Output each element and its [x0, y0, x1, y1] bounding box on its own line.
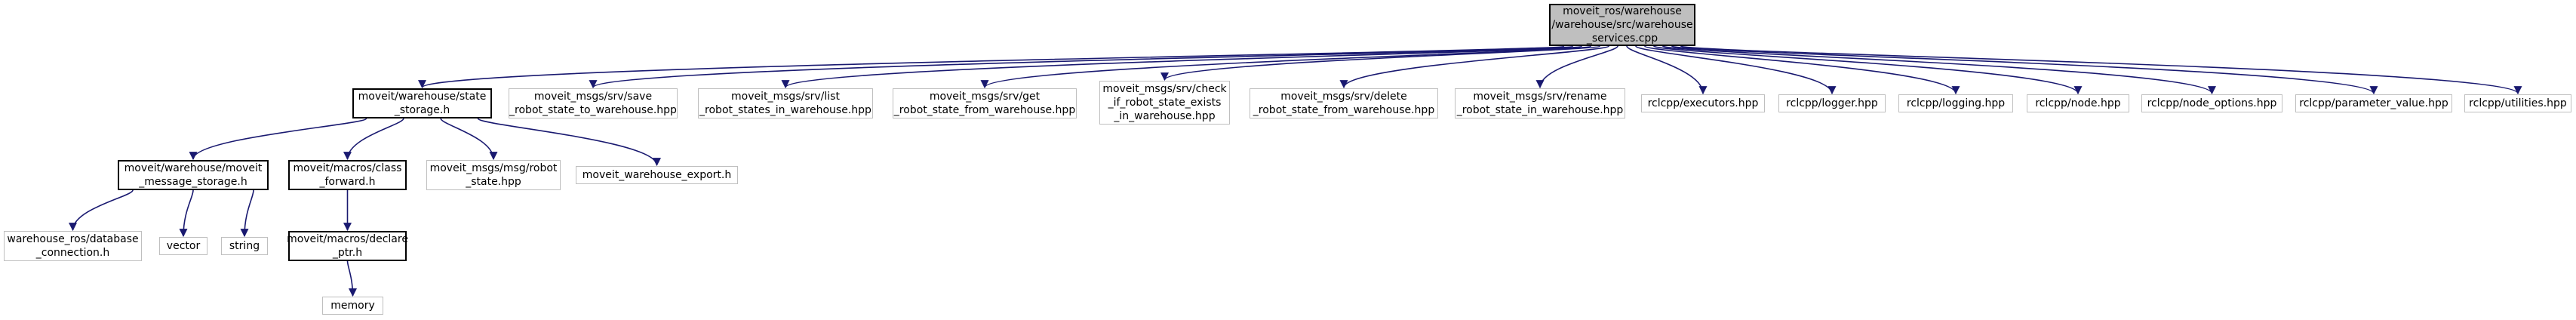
edge-state_storage-to-robot_state_msg [440, 118, 498, 161]
node-rclcpp-node[interactable]: rclcpp/node.hpp [2027, 94, 2129, 112]
node-delete-robot-state-srv[interactable]: moveit_msgs/srv/delete _robot_state_from… [1250, 88, 1438, 118]
node-vector[interactable]: vector [159, 237, 207, 255]
edge-root-to-list_srv [781, 45, 1583, 89]
node-label: moveit/macros/declare _ptr.h [287, 233, 408, 259]
node-label: moveit_msgs/srv/get _robot_state_from_wa… [893, 91, 1076, 116]
node-label: rclcpp/logger.hpp [1786, 97, 1878, 109]
node-label: moveit/macros/class _forward.h [293, 162, 402, 188]
edge-root-to-save_srv [589, 45, 1574, 89]
node-rclcpp-utilities[interactable]: rclcpp/utilities.hpp [2464, 94, 2571, 112]
edge-state_storage-to-class_forward [343, 118, 404, 161]
node-save-robot-state-srv[interactable]: moveit_msgs/srv/save _robot_state_to_war… [509, 88, 678, 118]
node-label: rclcpp/parameter_value.hpp [2299, 97, 2448, 109]
edge-state_storage-to-message_storage [189, 118, 367, 161]
node-label: moveit/warehouse/moveit _message_storage… [124, 162, 263, 188]
node-check-robot-state-srv[interactable]: moveit_msgs/srv/check _if_robot_state_ex… [1099, 81, 1230, 125]
edge-root-to-node [1652, 45, 2083, 95]
node-label: vector [166, 240, 201, 252]
node-class-forward-h[interactable]: moveit/macros/class _forward.h [288, 160, 407, 190]
node-label: moveit_msgs/msg/robot _state.hpp [429, 162, 558, 188]
node-database-connection-h[interactable]: warehouse_ros/database _connection.h [4, 231, 142, 261]
edge-root-to-node_options [1661, 45, 2216, 95]
node-label: moveit_msgs/srv/delete _robot_state_from… [1253, 91, 1435, 116]
node-label: moveit_warehouse_export.h [582, 169, 732, 181]
node-robot-state-msg[interactable]: moveit_msgs/msg/robot _state.hpp [426, 160, 561, 190]
edge-root-to-parameter_value [1671, 45, 2378, 95]
node-rclcpp-executors[interactable]: rclcpp/executors.hpp [1641, 94, 1765, 112]
node-label: moveit_msgs/srv/list _robot_states_in_wa… [699, 91, 871, 116]
node-rclcpp-logger[interactable]: rclcpp/logger.hpp [1778, 94, 1886, 112]
node-rclcpp-parameter-value[interactable]: rclcpp/parameter_value.hpp [2295, 94, 2452, 112]
edge-message_storage-to-string [240, 189, 254, 238]
edge-root-to-utilities [1680, 45, 2522, 95]
edge-root-to-logger [1635, 45, 1837, 95]
node-label: rclcpp/logging.hpp [1906, 97, 2006, 109]
node-label: rclcpp/node.hpp [2035, 97, 2121, 109]
edge-declare_ptr-to-memory [346, 260, 357, 297]
edge-state_storage-to-warehouse_export [477, 118, 661, 167]
node-moveit-warehouse-export-h[interactable]: moveit_warehouse_export.h [576, 166, 738, 184]
node-declare-ptr-h[interactable]: moveit/macros/declare _ptr.h [287, 231, 408, 261]
node-label: moveit_msgs/srv/save _robot_state_to_war… [509, 91, 677, 116]
node-moveit-message-storage-h[interactable]: moveit/warehouse/moveit _message_storage… [118, 160, 269, 190]
edge-message_storage-to-vector [179, 189, 194, 238]
dependency-edges [69, 45, 2522, 297]
node-rclcpp-node-options[interactable]: rclcpp/node_options.hpp [2141, 94, 2282, 112]
node-string[interactable]: string [221, 237, 268, 255]
node-label: moveit_msgs/srv/rename _robot_state_in_w… [1456, 91, 1624, 116]
node-label: warehouse_ros/database _connection.h [7, 233, 139, 259]
node-label: moveit_ros/warehouse /warehouse/src/ware… [1551, 5, 1693, 45]
node-label: moveit/warehouse/state _storage.h [358, 91, 487, 116]
node-label: memory [330, 300, 375, 312]
node-label: rclcpp/node_options.hpp [2147, 97, 2277, 109]
node-get-robot-state-srv[interactable]: moveit_msgs/srv/get _robot_state_from_wa… [893, 88, 1077, 118]
node-list-robot-states-srv[interactable]: moveit_msgs/srv/list _robot_states_in_wa… [698, 88, 873, 118]
edge-message_storage-to-db_connection [69, 189, 134, 232]
edge-root-to-executors [1626, 45, 1708, 95]
node-label: rclcpp/utilities.hpp [2469, 97, 2567, 109]
node-state-storage-h[interactable]: moveit/warehouse/state _storage.h [352, 88, 492, 118]
edge-root-to-delete_srv [1339, 45, 1609, 89]
node-rclcpp-logging[interactable]: rclcpp/logging.hpp [1898, 94, 2013, 112]
edge-root-to-check_srv [1160, 45, 1600, 82]
node-label: rclcpp/executors.hpp [1647, 97, 1759, 109]
node-memory[interactable]: memory [322, 297, 383, 315]
node-label: moveit_msgs/srv/check _if_robot_state_ex… [1102, 83, 1227, 122]
edge-root-to-logging [1644, 45, 1960, 95]
node-rename-robot-state-srv[interactable]: moveit_msgs/srv/rename _robot_state_in_w… [1455, 88, 1625, 118]
node-root-warehouse-services-cpp[interactable]: moveit_ros/warehouse /warehouse/src/ware… [1549, 4, 1695, 46]
edge-root-to-rename_srv [1535, 45, 1618, 89]
node-label: string [229, 240, 260, 252]
